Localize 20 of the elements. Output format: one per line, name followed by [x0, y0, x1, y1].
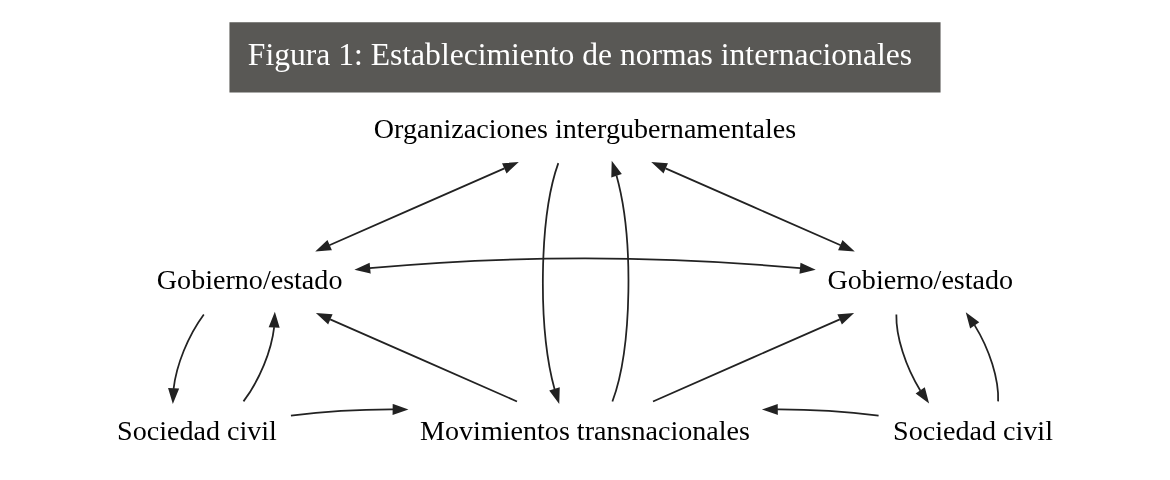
arrow — [542, 162, 560, 405]
arrow — [290, 403, 409, 417]
arrow — [651, 162, 855, 252]
arrow — [761, 403, 880, 417]
node-text: Gobierno/estado — [156, 263, 343, 295]
arrow — [354, 257, 816, 274]
arrow — [168, 313, 205, 404]
arrow — [895, 313, 930, 404]
node-text: Sociedad civil — [117, 414, 277, 446]
diagram-title: Figura 1: Establecimiento de normas internacionales — [247, 37, 913, 73]
arrow — [315, 162, 519, 252]
arrow — [965, 312, 999, 403]
node-text: Organizaciones intergubernamentales — [373, 112, 797, 144]
node-text: Sociedad civil — [893, 414, 1053, 446]
node-text: Gobierno/estado — [827, 263, 1014, 295]
node-text: Movimientos transnacionales — [420, 414, 750, 446]
arrow — [611, 160, 630, 403]
arrow — [242, 311, 280, 403]
arrow — [315, 313, 518, 403]
arrow — [652, 313, 855, 403]
